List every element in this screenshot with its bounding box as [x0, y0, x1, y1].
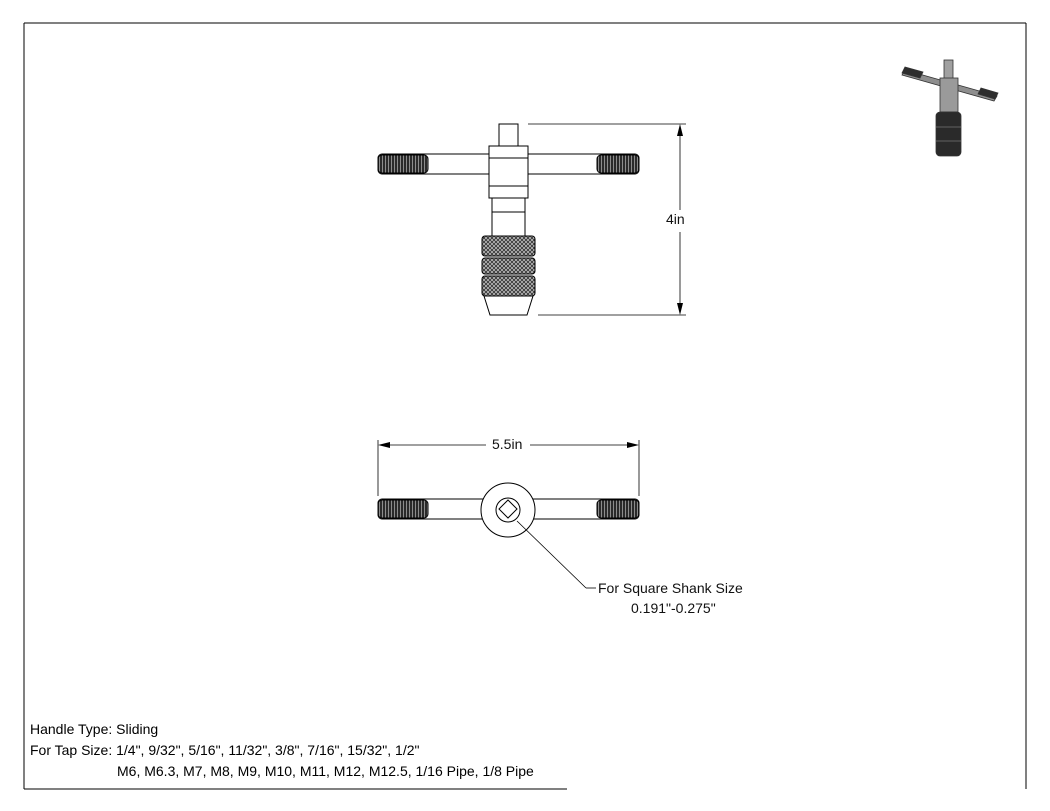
top-view [377, 482, 640, 538]
front-collet-ring-1 [481, 235, 536, 257]
isometric-thumbnail [901, 59, 999, 157]
callout-leader [516, 520, 596, 589]
height-dimension-label: 4in [666, 211, 685, 227]
front-knurl-left [377, 154, 429, 174]
top-knurl-left [377, 499, 429, 519]
front-view [377, 123, 640, 316]
top-knurl-right [596, 499, 640, 519]
front-top-stub [498, 123, 519, 147]
front-tip [483, 295, 534, 316]
front-body-block [488, 145, 529, 199]
width-dimension-label: 5.5in [492, 436, 523, 452]
square-socket [498, 499, 518, 519]
front-collet-ring-2 [481, 257, 536, 275]
tap-size-imperial-note: For Tap Size: 1/4", 9/32", 5/16", 11/32"… [30, 742, 420, 758]
front-knurl-right [596, 154, 640, 174]
callout-range: 0.191"-0.275" [631, 600, 716, 616]
sheet-border [23, 22, 1027, 790]
height-dimension [528, 123, 686, 316]
handle-type-note: Handle Type: Sliding [30, 721, 159, 737]
front-neck [491, 197, 526, 237]
width-dimension [377, 440, 640, 496]
callout-title: For Square Shank Size [598, 580, 743, 596]
spec-notes: Handle Type: Sliding For Tap Size: 1/4",… [30, 719, 569, 782]
tap-size-metric-note: M6, M6.3, M7, M8, M9, M10, M11, M12, M12… [117, 763, 534, 779]
front-collet-ring-3 [481, 275, 536, 297]
